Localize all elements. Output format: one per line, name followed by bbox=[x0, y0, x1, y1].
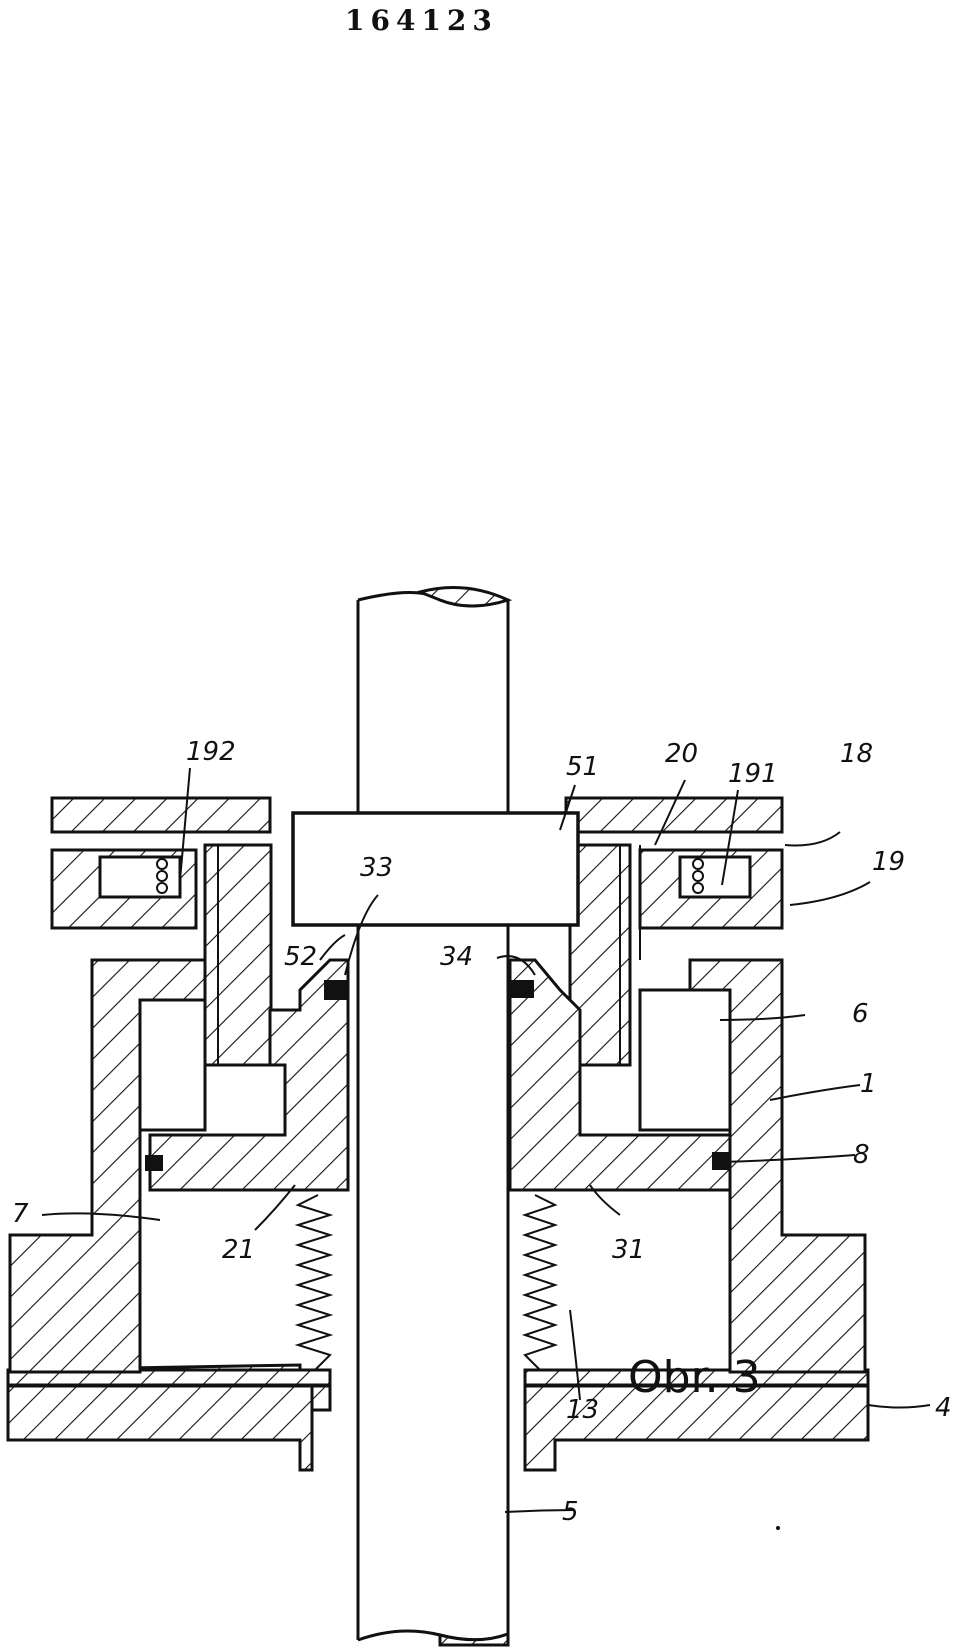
balls-191 bbox=[692, 858, 704, 894]
label-34: 34 bbox=[440, 942, 473, 972]
spring-right bbox=[521, 1194, 559, 1371]
label-191: 191 bbox=[728, 759, 778, 789]
cavity-6-left bbox=[138, 998, 207, 1132]
housing-1-left bbox=[8, 958, 207, 1374]
label-21: 21 bbox=[222, 1235, 255, 1265]
sleeve-20-left bbox=[203, 843, 273, 1067]
label-31: 31 bbox=[612, 1235, 645, 1265]
label-19: 19 bbox=[872, 847, 905, 877]
label-7: 7 bbox=[12, 1199, 29, 1229]
label-52: 52 bbox=[284, 942, 317, 972]
label-33: 33 bbox=[360, 853, 393, 883]
label-192: 192 bbox=[186, 737, 236, 767]
label-51: 51 bbox=[566, 752, 599, 782]
spring-left bbox=[294, 1194, 334, 1371]
piston-31 bbox=[508, 958, 732, 1192]
seal-33 bbox=[324, 980, 348, 1000]
ring-192-pocket bbox=[98, 855, 182, 899]
label-8: 8 bbox=[853, 1140, 870, 1170]
seal-8-left bbox=[145, 1155, 163, 1171]
seal-34 bbox=[510, 980, 534, 998]
page-number: 164123 bbox=[345, 4, 498, 37]
cavity-6-right bbox=[638, 988, 732, 1132]
stray-dot bbox=[776, 1526, 780, 1530]
piston-21 bbox=[148, 958, 350, 1192]
base-slab-figure-left bbox=[6, 1384, 314, 1472]
figure-label: Obr. 3 bbox=[628, 1352, 761, 1403]
shaft-top-break-hatch bbox=[415, 586, 513, 608]
base-plate-4-thick-left bbox=[6, 1368, 332, 1387]
balls-192 bbox=[156, 858, 168, 894]
label-4: 4 bbox=[935, 1393, 952, 1423]
shaft-bottom-break-hatch bbox=[438, 1631, 510, 1647]
label-6: 6 bbox=[852, 999, 869, 1029]
label-5: 5 bbox=[562, 1497, 579, 1527]
leader-lines bbox=[41, 767, 931, 1513]
plate-18-left bbox=[50, 796, 272, 834]
label-20: 20 bbox=[665, 739, 698, 769]
label-1: 1 bbox=[860, 1069, 877, 1099]
label-18: 18 bbox=[840, 739, 873, 769]
hub-51 bbox=[291, 811, 580, 927]
ring-19-pocket bbox=[678, 855, 752, 899]
label-13: 13 bbox=[566, 1395, 599, 1425]
